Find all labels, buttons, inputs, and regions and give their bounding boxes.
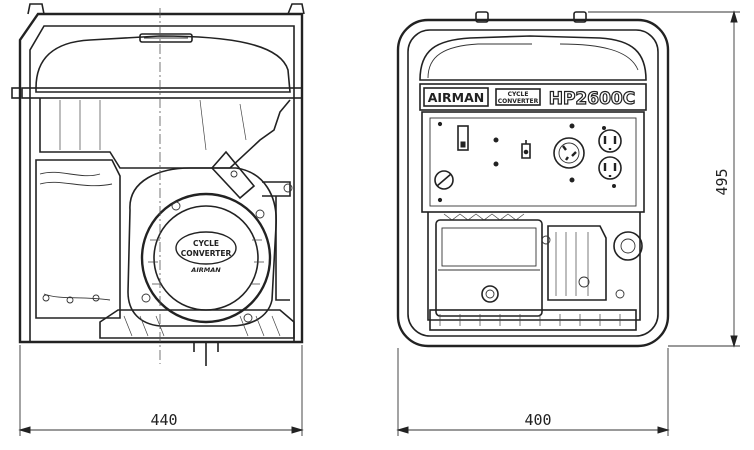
- twist-lock-outlet: [553, 137, 585, 169]
- side-top-handle-right: [287, 3, 305, 15]
- spark-plug-arm: [210, 150, 256, 200]
- converter-badge: [175, 231, 237, 265]
- front-base: [429, 309, 637, 331]
- side-view: CYCLE CONVERTER AIRMAN: [11, 3, 305, 366]
- engine-block: [39, 98, 291, 169]
- fuel-tank: [35, 35, 291, 93]
- panel-dot-5: [437, 121, 443, 127]
- panel-dot-2: [493, 161, 499, 167]
- front-frame-inner: [407, 29, 659, 337]
- circuit-breaker-dot: [523, 149, 529, 155]
- front-subbrand-2: CONVERTER: [498, 98, 539, 105]
- subbrand-box: [495, 88, 541, 106]
- width-side-label: 440: [150, 411, 177, 429]
- housing-bolt-3: [141, 293, 151, 303]
- front-engine-bolt-2: [578, 276, 590, 288]
- duplex-outlet-top-slots: [603, 136, 617, 150]
- front-frame-outer: [396, 18, 670, 348]
- duplex-dot-2: [612, 184, 616, 188]
- front-subbrand-1: CYCLE: [508, 91, 529, 98]
- side-bolt-2: [66, 296, 74, 304]
- duplex-outlet-bottom: [598, 156, 622, 180]
- tank-strap: [21, 87, 303, 99]
- side-top-handle-left: [27, 3, 45, 15]
- control-panel: [421, 111, 645, 213]
- front-base-hatch: [439, 314, 621, 326]
- air-cleaner: [435, 219, 543, 317]
- side-bolt-3: [92, 294, 100, 302]
- side-frame: [18, 12, 304, 344]
- side-left-knob: [11, 87, 21, 99]
- air-cleaner-knob: [481, 285, 499, 303]
- side-foot: [193, 342, 219, 366]
- alternator-housing: [127, 167, 277, 327]
- width-front-label: 400: [524, 411, 551, 429]
- front-engine-bolt-1: [541, 235, 551, 245]
- duplex-dot-1: [602, 126, 606, 130]
- duplex-outlet-top: [598, 129, 622, 153]
- side-frame-inner: [29, 25, 295, 342]
- side-lower-detail: [39, 171, 113, 301]
- air-cleaner-knob-inner: [485, 289, 495, 299]
- front-engine-area: [427, 212, 641, 321]
- height-label: 495: [713, 168, 731, 195]
- side-base-hatch: [123, 315, 281, 337]
- dimension-width-side: 440: [18, 345, 304, 436]
- front-top-bump-right: [573, 11, 587, 23]
- converter-cover: [140, 192, 272, 324]
- side-lower-box: [35, 159, 121, 319]
- front-pulley: [613, 231, 643, 261]
- front-brand: AIRMAN: [428, 90, 485, 105]
- dimension-width-front: 400: [396, 348, 670, 436]
- badge-line1: CYCLE: [193, 239, 219, 248]
- housing-bolt-2: [255, 209, 265, 219]
- side-right-bolt: [283, 183, 293, 193]
- twist-lock-inner: [558, 142, 580, 164]
- front-right-fins: [555, 232, 589, 296]
- side-bolt-1: [42, 294, 50, 302]
- front-tank-inner: [427, 43, 639, 79]
- housing-bolt-1: [171, 201, 181, 211]
- badge-brand: AIRMAN: [190, 266, 221, 274]
- choke-knob: [434, 170, 454, 190]
- choke-knob-slot: [436, 173, 452, 187]
- brand-box: [423, 87, 489, 107]
- engine-fins: [59, 99, 247, 151]
- front-tank: [419, 35, 647, 81]
- front-model: HP2600C: [549, 89, 635, 109]
- panel-dot-3: [569, 123, 575, 129]
- name-plate: [419, 83, 647, 111]
- arm-bolt: [230, 170, 238, 178]
- front-engine-bolt-3: [615, 289, 625, 299]
- badge-line2: CONVERTER: [181, 249, 232, 258]
- fuel-cap: [139, 33, 193, 43]
- panel-dot-1: [493, 137, 499, 143]
- front-right-engine: [547, 225, 607, 301]
- front-top-bump-left: [475, 11, 489, 23]
- front-view: AIRMAN CYCLE CONVERTER HP2600C: [396, 11, 670, 348]
- duplex-outlet-bottom-slots: [603, 163, 617, 177]
- side-base: [99, 309, 295, 339]
- front-pulley-inner: [620, 238, 636, 254]
- panel-dot-4: [569, 177, 575, 183]
- air-cleaner-lid: [441, 227, 537, 267]
- housing-bolt-4: [243, 313, 253, 323]
- engine-switch: [457, 125, 469, 151]
- circuit-breaker: [521, 140, 531, 159]
- front-engine-details: [443, 213, 525, 221]
- converter-ribs: [148, 239, 264, 285]
- engine-switch-toggle: [460, 141, 466, 148]
- twist-lock-slots: [562, 145, 577, 161]
- dimension-height: 495: [588, 10, 740, 348]
- control-panel-inner: [429, 117, 637, 207]
- panel-dot-6: [437, 197, 443, 203]
